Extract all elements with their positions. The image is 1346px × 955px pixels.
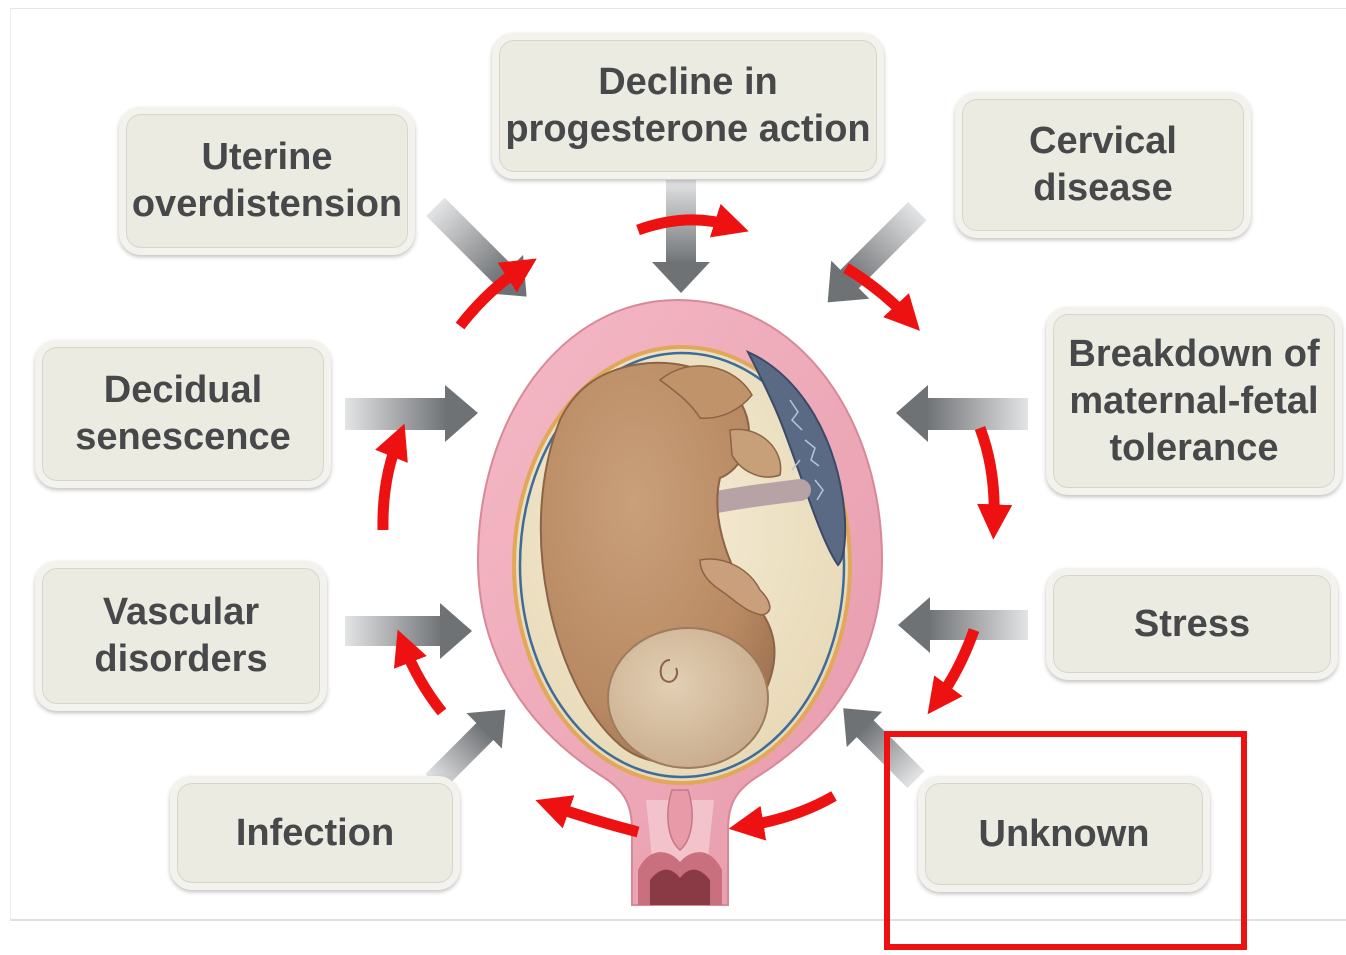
factor-decidual: Decidual senescence bbox=[35, 340, 331, 488]
cycle-arrow-left-upper bbox=[383, 440, 398, 530]
cycle-arrow-right-lower bbox=[938, 630, 974, 700]
factor-decidual-line1: Decidual bbox=[75, 367, 291, 414]
cycle-arrow-bottom-right bbox=[746, 796, 834, 826]
factor-stress: Stress bbox=[1046, 568, 1338, 680]
factor-tolerance: Breakdown of maternal-fetal tolerance bbox=[1046, 307, 1342, 495]
factor-tolerance-line1: Breakdown of bbox=[1068, 331, 1319, 378]
factor-tolerance-line2: maternal-fetal bbox=[1068, 378, 1319, 425]
factor-cervical-line2: disease bbox=[1029, 165, 1177, 212]
cycle-arrow-bottom-left bbox=[552, 806, 638, 832]
factor-progesterone-line1: Decline in bbox=[505, 59, 870, 106]
cycle-arrow-left-lower bbox=[404, 646, 442, 712]
factor-progesterone: Decline in progesterone action bbox=[492, 33, 884, 179]
factor-cervical: Cervical disease bbox=[955, 92, 1251, 238]
arrow-tolerance bbox=[896, 385, 1028, 442]
factor-infection: Infection bbox=[170, 776, 460, 890]
factor-vascular-line1: Vascular bbox=[94, 589, 267, 636]
arrow-cervical bbox=[809, 193, 938, 322]
factor-tolerance-line3: tolerance bbox=[1068, 425, 1319, 472]
factor-vascular: Vascular disorders bbox=[35, 561, 327, 711]
factor-uterine-line2: overdistension bbox=[132, 181, 402, 228]
highlight-rectangle bbox=[884, 731, 1247, 950]
arrow-decidual bbox=[345, 385, 478, 442]
factor-cervical-line1: Cervical bbox=[1029, 118, 1177, 165]
cycle-arrow-right-upper bbox=[980, 428, 994, 522]
factor-vascular-line2: disorders bbox=[94, 636, 267, 683]
factor-stress-line1: Stress bbox=[1134, 601, 1250, 648]
factor-uterine-line1: Uterine bbox=[132, 134, 402, 181]
factor-progesterone-line2: progesterone action bbox=[505, 106, 870, 153]
factor-decidual-line2: senescence bbox=[75, 414, 291, 461]
factor-infection-line1: Infection bbox=[236, 810, 394, 857]
arrow-progesterone bbox=[652, 180, 710, 293]
factor-uterine: Uterine overdistension bbox=[119, 107, 415, 255]
uterus bbox=[478, 300, 882, 905]
